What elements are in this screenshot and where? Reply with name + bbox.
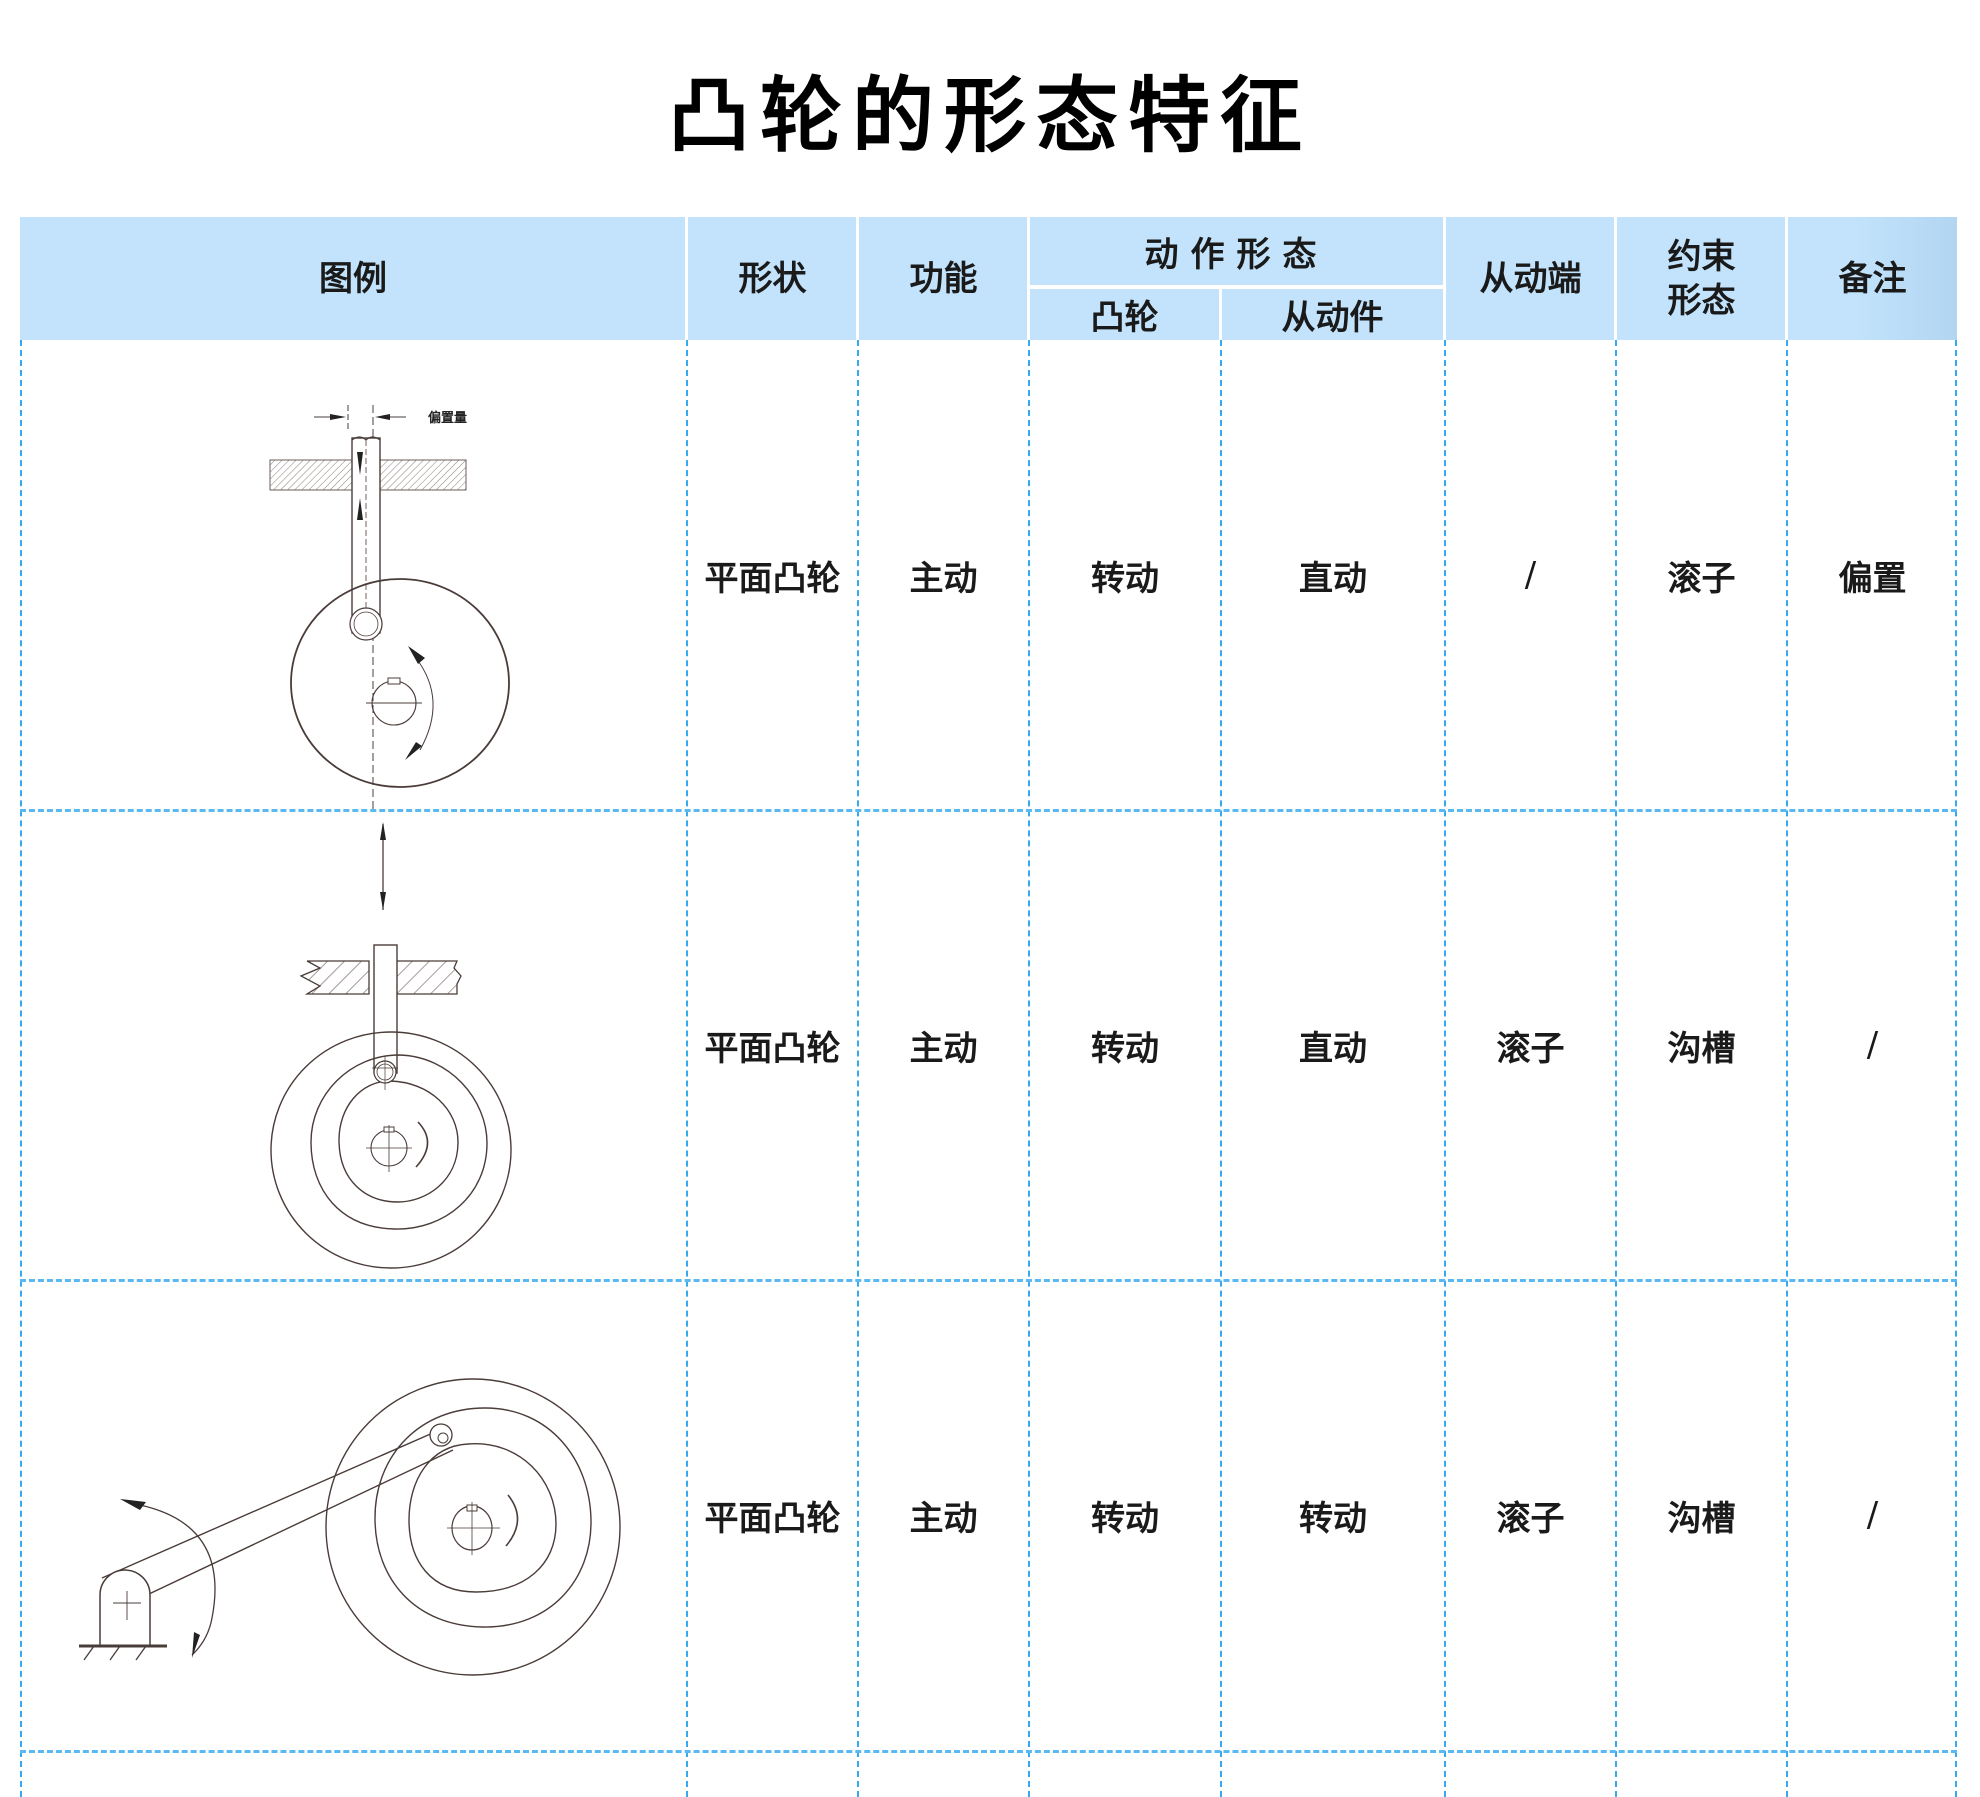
header-divider [1219,289,1222,340]
header-constraint-line2: 形态 [1667,280,1736,321]
cam-features-table: 图例 形状 功能 动作形态 凸轮 从动件 从动端 约束 形态 备注 [20,217,1957,1797]
grid-line [1615,340,1617,1797]
header-constraint-line1: 约束 [1667,236,1736,277]
row-divider [20,1279,1957,1282]
cell-follower-end: 滚子 [1496,1498,1565,1539]
cell-constraint: 沟槽 [1667,1498,1736,1539]
header-divider [1027,217,1030,340]
header-divider [1443,217,1446,340]
cell-remarks: / [1866,1495,1879,1535]
header-divider [1614,217,1617,340]
grid-line [1444,340,1446,1797]
header-motion-cam: 凸轮 [1030,289,1219,340]
cell-function: 主动 [909,1028,978,1069]
header-divider [685,217,688,340]
header-legend: 图例 [20,217,686,340]
header-motion-follower: 从动件 [1222,289,1443,340]
header-divider [1030,285,1443,289]
cell-constraint: 沟槽 [1667,1028,1736,1069]
offset-label: 偏置量 [428,410,467,426]
oscillating-cam-drawing-icon [79,1378,621,1676]
cell-constraint: 滚子 [1667,558,1736,599]
grid-line [1955,340,1957,1797]
cell-remarks: 偏置 [1838,558,1907,599]
cell-follower-motion: 直动 [1299,1028,1367,1069]
diagram-grooved-cam-oscillating [20,1280,686,1750]
cell-function: 主动 [909,1498,978,1539]
header-divider [856,217,859,340]
header-remarks: 备注 [1788,217,1957,340]
header-motion-group: 动作形态 [1030,217,1443,285]
header-shape: 形状 [688,217,857,340]
cell-shape: 平面凸轮 [704,1498,841,1539]
header-constraint: 约束 形态 [1617,217,1786,340]
page-title: 凸轮的形态特征 [667,69,1312,164]
row-divider [20,809,1957,812]
grid-line [686,340,688,1797]
header-divider [1785,217,1788,340]
cell-shape: 平面凸轮 [704,558,841,599]
grid-line [1220,340,1222,1797]
grid-line [1786,340,1788,1797]
diagram-offset-roller-follower-cam: 偏置量 [20,340,686,810]
cell-follower-motion: 直动 [1299,558,1367,599]
grooved-cam-drawing-icon [270,822,512,1269]
grid-line [1028,340,1030,1797]
cell-follower-end: 滚子 [1496,1028,1565,1069]
cell-cam-motion: 转动 [1091,1028,1159,1069]
grid-line [20,340,22,1797]
cam-drawing-icon: 偏置量 [269,405,510,810]
cell-shape: 平面凸轮 [704,1028,841,1069]
cell-follower-end: / [1524,555,1537,595]
cell-follower-motion: 转动 [1299,1498,1367,1539]
cell-cam-motion: 转动 [1091,1498,1159,1539]
cell-function: 主动 [909,558,978,599]
header-follower-end: 从动端 [1446,217,1615,340]
header-function: 功能 [859,217,1028,340]
cell-cam-motion: 转动 [1091,558,1159,599]
grid-line [857,340,859,1797]
cell-remarks: / [1866,1025,1879,1065]
diagram-grooved-cam-translating [20,810,686,1280]
row-divider [20,1750,1957,1753]
